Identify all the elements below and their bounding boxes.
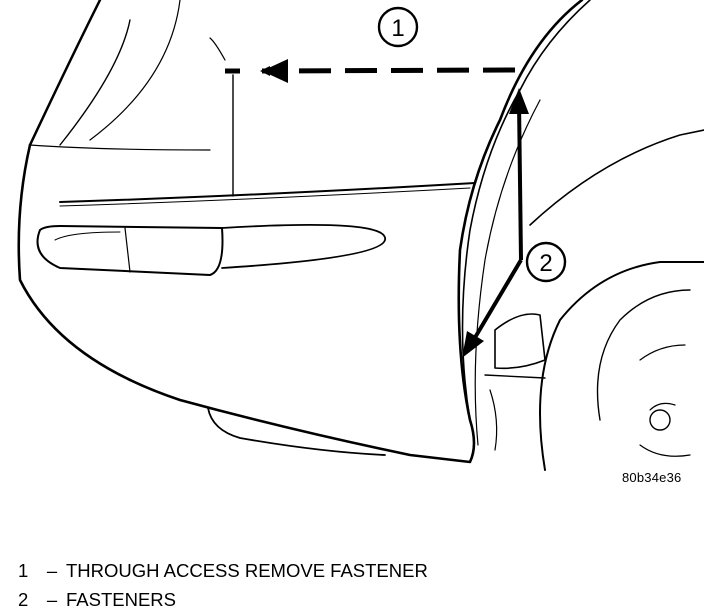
callout-1-number: 1	[391, 15, 404, 42]
legend-item-text: FASTENERS	[66, 589, 176, 610]
hood-edge	[28, 0, 102, 147]
legend-item-separator: –	[46, 589, 58, 610]
callout-1-badge: 1	[377, 6, 419, 48]
legend-item: 2–FASTENERS	[18, 585, 428, 614]
callout-2-number: 2	[539, 250, 552, 277]
figure-reference-code: 80b34e36	[622, 470, 682, 485]
legend-item: 1–THROUGH ACCESS REMOVE FASTENER	[18, 556, 428, 585]
legend: 1–THROUGH ACCESS REMOVE FASTENER 2–FASTE…	[18, 556, 428, 614]
legend-item-text: THROUGH ACCESS REMOVE FASTENER	[66, 560, 428, 581]
bumper-fascia-diagram: 1 2	[17, 0, 704, 471]
legend-item-number: 1	[18, 560, 29, 581]
lower-spoiler	[207, 407, 386, 456]
fascia-outline	[17, 0, 584, 464]
wheel-arch	[529, 129, 704, 226]
side-marker-lamp	[36, 225, 224, 276]
callout-2-arrow-down	[468, 258, 523, 348]
callout-1-arrow	[260, 65, 516, 76]
legend-item-number: 2	[18, 589, 29, 610]
body-crease	[59, 182, 476, 203]
callout-2-arrow-up	[517, 101, 523, 261]
tire	[539, 261, 704, 471]
legend-item-separator: –	[46, 560, 58, 581]
callout-2-badge: 2	[525, 241, 567, 283]
